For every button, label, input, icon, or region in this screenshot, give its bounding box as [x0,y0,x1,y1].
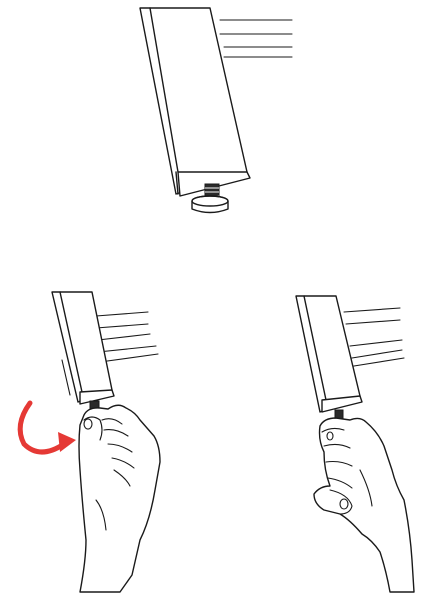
table-leg [140,8,250,196]
hand-holding-icon [314,418,414,592]
side-rail [220,20,292,57]
leg-with-foot-panel [140,8,292,213]
table-leg-right [296,296,362,412]
turn-foot-panel [20,292,160,592]
leveling-foot-icon [192,196,228,213]
table-leg-left [52,292,114,404]
curved-arrow-icon [20,403,76,452]
hold-foot-panel [296,296,414,592]
side-rail-right [344,308,404,366]
hand-turning-icon [79,405,160,592]
